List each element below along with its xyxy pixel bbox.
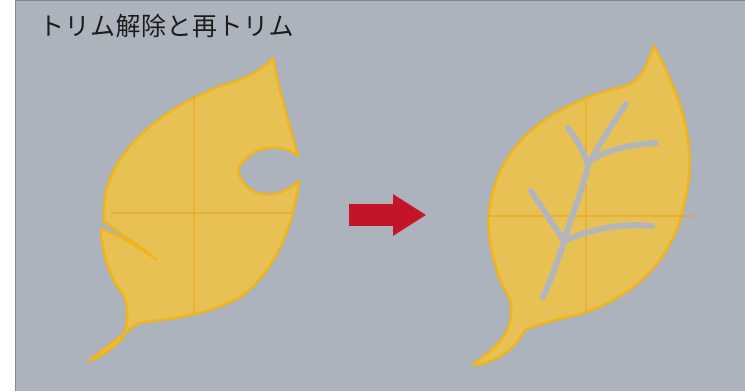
- vein-slot-middle-left: [528, 188, 567, 244]
- right-leaf-retrimmed: [471, 44, 694, 367]
- left-leaf-untrimmed: [87, 56, 301, 363]
- viewport-panel: トリム解除と再トリム: [15, 0, 745, 391]
- vein-slot-upper-right: [590, 140, 659, 162]
- right-leaf-shape: [471, 44, 691, 367]
- vein-slot-upper-left: [565, 125, 591, 169]
- illustration: [87, 44, 694, 367]
- midrib-slot: [540, 101, 629, 300]
- vein-slot-lower-right: [561, 222, 655, 244]
- page-title: トリム解除と再トリム: [39, 12, 295, 41]
- transition-arrow: [349, 194, 426, 236]
